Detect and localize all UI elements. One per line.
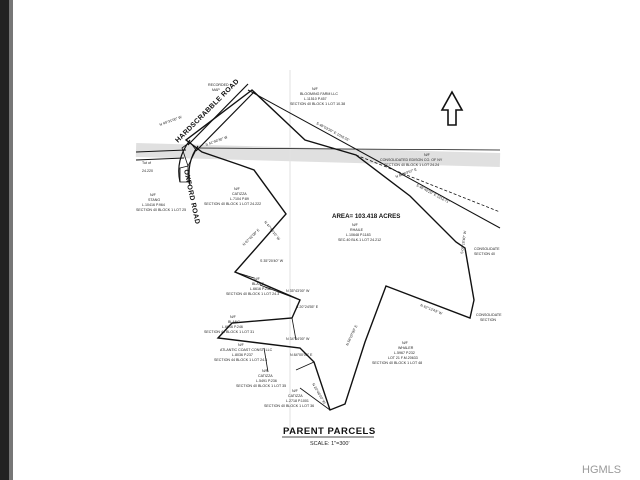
road-label-hardscrabble: HARDSCRABBLE ROAD [174,78,240,144]
label-line: L.10416 P.964 [142,203,165,207]
bearing-label: S 41°46'30" W [205,135,229,147]
easement-line [355,154,501,213]
label-line: SECTION 44 BLOCK 1 LOT 24.3 [214,358,267,362]
owner-label-catizza-2: N/F CATIZZA L.5491 P.236 SECTION 40 BLOC… [236,369,286,388]
owner-label-whaler: N/F WHALER L.5967 P.232 LOT 21 F.M.20633… [372,341,422,365]
label-line: SECTION 40 BLOCK 1 LOT 24.24 [384,163,439,167]
label-line: N/F [238,343,245,347]
label-line: WHALER [398,346,414,350]
label-line: N/F [424,153,431,157]
owner-label-blooming-farm: N/F BLOOMING FARM LLC L.11510 P.457 SECT… [290,87,345,106]
label-line: SECTION 40 BLOCK 1 LOT 24.3 [226,292,279,296]
label-line: ATLANTIC COAST CONST. LLC [220,348,273,352]
label-line: MAP [212,88,220,92]
scan-edge-shadow-light [9,0,13,480]
label-line: 24.220 [142,169,153,173]
bearing-label: N 86°03'57" E [395,167,418,179]
bearing-label: S 20°24'55" E [296,305,319,309]
map-scale: SCALE: 1"=300' [310,441,350,447]
map-title: PARENT PARCELS [283,426,376,437]
label-line: SEC.40 BLK.1 LOT 24.212 [338,238,381,242]
label-line: L.10648 P.1183 [346,233,371,237]
label-line: N/F [254,277,261,281]
label-line: N/F [234,187,241,191]
owner-label-blanc-2: N/F BLANC L.6616 P.246 SECTION 44 BLOCK … [204,315,254,334]
bearing-label: S 48°40'20" E 1212.71' [416,183,451,204]
label-line: CATIZZA [258,374,273,378]
label-line: CONSOLIDATE [476,313,502,317]
bearing-label: S 35°20'40" W [260,259,284,263]
row-line [195,147,501,151]
label-line: L.5967 P.232 [394,351,415,355]
north-arrow-icon [440,90,464,126]
owner-label-consolidated-right: CONSOLIDATE SECTION 40 [474,247,500,256]
label-line: N/F [292,389,299,393]
label-line: BLANC [228,320,240,324]
label-line: CATIZZA [288,394,303,398]
label-line: L.2718 P.1001 [286,399,309,403]
label-line: L.8036 P.237 [232,353,253,357]
parent-parcel-boundary [184,89,475,411]
fold-line [135,143,501,167]
label-line: RHAILE [350,228,364,232]
bearing-label: N 34°44'00" W [286,337,310,341]
bearing-label: N 56°07'00" E [345,324,358,347]
label-line: L.5491 P.236 [256,379,277,383]
owner-label-stang: N/F STANG L.10416 P.964 SECTION 40 BLOCK… [136,193,186,212]
bearing-label: N 49°31'00" W [159,115,183,127]
label-line: Tut of [142,161,151,165]
label-line: N/F [352,223,359,227]
label-line: RECORDED [208,83,229,87]
label-line: SECTION 44 BLOCK 1 LOT 31 [204,330,254,334]
label-line: L.7104 P.89 [230,197,249,201]
row-line [247,89,501,229]
owner-label-atlantic: N/F ATLANTIC COAST CONST. LLC L.8036 P.2… [214,343,273,362]
area-label: AREA= 103.418 ACRES [332,213,400,220]
label-line: BLANC [252,282,264,286]
label-line: BLOOMING FARM LLC [300,92,338,96]
label-line: N/F [402,341,409,345]
label-line: SECTION 40 BLOCK 1 LOT 25 [136,208,186,212]
owner-label-catizza-top: N/F CATIZZA L.7104 P.89 SECTION 40 BLOCK… [204,187,261,206]
label-line: N/F [262,369,269,373]
label-line: SECTION 40 BLOCK 1 LOT 36 [264,404,314,408]
bearing-label: N 35°43'00" W [286,289,310,293]
label-line: SECTION 40 BLOCK 1 LOT 48 [372,361,422,365]
label-line: SECTION 40 BLOCK 1 LOT 24.222 [204,202,261,206]
bearing-label: S 48°03'30" E 1016.55' [316,121,351,142]
label-line: CONSOLIDATE [474,247,500,251]
label-line: SECTION 40 BLOCK 1 LOT 10.38 [290,102,345,106]
label-line: L.6616 P.246 [222,325,243,329]
interior-lines [179,141,331,411]
hardscrabble-road [187,83,255,152]
label-line: SECTION 40 BLOCK 1 LOT 35 [236,384,286,388]
owner-label-blanc-1: N/F BLANC L.6616 P.246 SECTION 40 BLOCK … [226,277,279,296]
owner-label-main-parcel: N/F RHAILE L.10648 P.1183 SEC.40 BLK.1 L… [338,223,381,242]
top-note: RECORDED MAP [208,83,229,92]
owner-label-consolidated-edison: N/F CONSOLIDATED EDISON CO. OF NY SECTIO… [380,153,443,167]
bearing-label: N 84°00'00" E [290,353,313,357]
road-label-oxford: OXFORD ROAD [182,169,200,225]
bearing-label: N 62°13'43" W [420,303,444,316]
scan-edge-shadow [0,0,9,480]
label-line: L.6616 P.246 [250,287,271,291]
watermark: HGMLS [582,464,621,476]
label-line: N/F [150,193,157,197]
label-line: CATIZZA [232,192,247,196]
owner-label-consolidated-lower: CONSOLIDATE SECTION [476,313,502,322]
bearing-label: S 09°10'40" W [460,230,467,254]
label-line: L.11510 P.457 [304,97,327,101]
label-line: SECTION 40 [474,252,495,256]
label-line: STANG [148,198,160,202]
label-line: N/F [312,87,319,91]
label-line: N/F [230,315,237,319]
owner-label-left-edge: Tut of 24.220 [142,161,153,173]
label-line: CONSOLIDATED EDISON CO. OF NY [380,158,443,162]
label-line: SECTION [480,318,496,322]
owner-label-catizza-3: N/F CATIZZA L.2718 P.1001 SECTION 40 BLO… [264,389,314,408]
label-line: LOT 21 F.M.20633 [388,356,418,360]
bearing-label: N 07°42'00" E [242,228,261,247]
